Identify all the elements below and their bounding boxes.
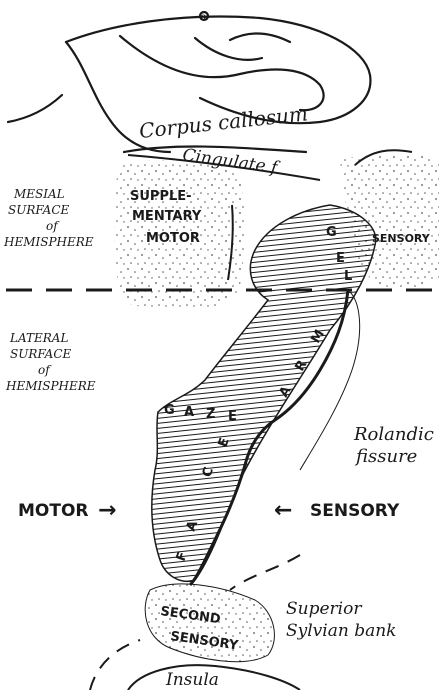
sylvian-label-2: Sylvian bank [286,621,396,641]
mesial-label-2: SURFACE [8,203,70,217]
top-marker-label: o [200,12,206,23]
supplementary-label-2: MENTARY [132,209,202,224]
mesial-label-1: MESIAL [13,187,65,201]
sensory-top-label: SENSORY [372,232,431,245]
leg-letter-g: G [326,225,337,240]
supplementary-label-3: MOTOR [146,231,200,246]
lateral-label-1: LATERAL [9,331,68,345]
sensory-side-arrow-icon: ← [274,498,292,523]
mesial-label-3: of [46,219,60,233]
sensory-side-label: SENSORY [310,501,400,521]
leg-letter-e: E [336,251,345,266]
leg-letter-l: L [344,269,352,284]
gaze-letter-a: A [184,405,194,420]
sylvian-label-1: Superior [286,599,362,619]
mesial-label-4: HEMISPHERE [3,235,94,249]
lateral-label-2: SURFACE [10,347,72,361]
motor-label: MOTOR [18,501,89,521]
gaze-letter-g: G [164,403,175,418]
lateral-label-4: HEMISPHERE [5,379,96,393]
supplementary-label-1: SUPPLE- [130,189,192,204]
rolandic-label-2: fissure [354,446,417,467]
lateral-label-3: of [38,363,52,377]
motor-arrow-icon: → [98,498,116,523]
rolandic-label-1: Rolandic [353,424,434,445]
gaze-letter-e: E [228,409,237,424]
gaze-letter-z: Z [206,407,215,422]
insula-label: Insula [165,670,219,690]
